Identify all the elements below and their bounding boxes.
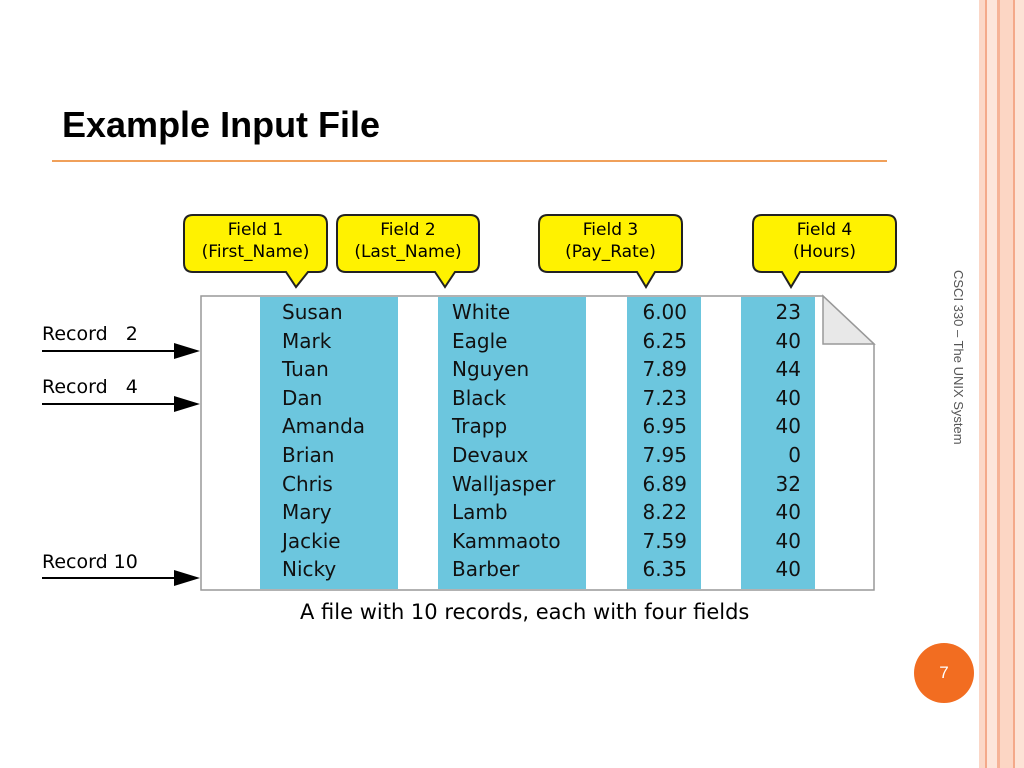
- record-5-field-4: 40: [775, 414, 801, 439]
- record-5-field-2: Trapp: [452, 414, 508, 439]
- record-1-field-1: Susan: [282, 300, 343, 324]
- decor-stripe: [1015, 0, 1024, 768]
- record-4-label: Record 4: [42, 376, 138, 398]
- record-7-field-4: 32: [775, 471, 801, 496]
- record-5-field-3: 6.95: [642, 414, 687, 439]
- page-number-badge: 7: [914, 643, 974, 703]
- field-column-3: [627, 297, 701, 589]
- record-6-field-1: Brian: [282, 443, 335, 467]
- field-column-2: [438, 297, 586, 589]
- record-9-field-4: 40: [775, 528, 801, 553]
- record-10-field-2: Barber: [452, 557, 520, 582]
- record-7-field-2: Walljasper: [452, 471, 556, 496]
- record-2-field-4: 40: [775, 328, 801, 353]
- field-4-callout: [752, 214, 897, 289]
- field-2-name: Field 2: [380, 220, 436, 240]
- record-4-field-1: Dan: [282, 385, 323, 410]
- record-4-arrow: [42, 396, 200, 412]
- record-10-field-1: Nicky: [282, 557, 337, 582]
- field-3-callout-label: Field 3 (Pay_Rate): [539, 219, 682, 263]
- record-6-field-2: Devaux: [452, 443, 529, 467]
- record-1-field-4: 23: [775, 300, 801, 324]
- record-7-field-1: Chris: [282, 471, 333, 496]
- field-1-callout: [183, 214, 328, 289]
- decor-stripe: [1000, 0, 1013, 768]
- field-2-callout-label: Field 2 (Last_Name): [337, 219, 479, 263]
- field-3-name: Field 3: [582, 220, 639, 240]
- record-2-label: Record 2: [42, 323, 138, 345]
- folded-corner: [822, 294, 876, 345]
- field-4-name: Field 4: [796, 220, 853, 240]
- record-8-field-1: Mary: [282, 500, 332, 525]
- field-column-1: [260, 297, 398, 589]
- record-4-field-4: 40: [775, 385, 801, 410]
- field-3-callout: [538, 214, 683, 289]
- record-2-field-1: Mark: [282, 328, 332, 353]
- record-9-field-3: 7.59: [642, 528, 687, 553]
- record-10-field-4: 40: [775, 557, 801, 582]
- decor-stripe: [1013, 0, 1015, 768]
- record-3-field-1: Tuan: [282, 357, 329, 382]
- record-10-label: Record 10: [42, 551, 138, 573]
- field-2-desc: (Last_Name): [354, 242, 462, 262]
- record-10-arrow: [42, 570, 200, 586]
- slide-title: Example Input File: [62, 104, 381, 145]
- record-6-field-3: 7.95: [642, 443, 687, 467]
- record-3-field-2: Nguyen: [452, 357, 530, 382]
- field-3-desc: (Pay_Rate): [565, 242, 656, 262]
- decor-stripe: [997, 0, 1000, 768]
- record-8-field-3: 8.22: [642, 500, 687, 525]
- decor-stripe: [985, 0, 987, 768]
- field-4-desc: (Hours): [792, 242, 857, 262]
- title-divider: [52, 160, 887, 162]
- record-3-field-3: 7.89: [642, 357, 687, 382]
- record-2-field-2: Eagle: [452, 328, 508, 353]
- record-6-field-4: 0: [788, 443, 801, 467]
- field-1-desc: (First_Name): [201, 242, 310, 262]
- record-9-field-2: Kammaoto: [452, 528, 561, 553]
- decor-stripe: [987, 0, 997, 768]
- record-7-field-3: 6.89: [642, 471, 687, 496]
- record-4-field-2: Black: [452, 385, 507, 410]
- record-5-field-1: Amanda: [282, 414, 366, 439]
- field-1-callout-label: Field 1 (First_Name): [184, 219, 327, 263]
- diagram-caption: A file with 10 records, each with four f…: [300, 600, 750, 624]
- record-2-arrow: [42, 343, 200, 359]
- record-9-field-1: Jackie: [282, 528, 341, 553]
- record-4-field-3: 7.23: [642, 385, 687, 410]
- record-2-field-3: 6.25: [642, 328, 687, 353]
- record-8-field-4: 40: [775, 500, 801, 525]
- field-4-callout-label: Field 4 (Hours): [753, 219, 896, 263]
- field-1-name: Field 1: [227, 220, 284, 240]
- field-2-callout: [336, 214, 480, 289]
- field-column-4: [741, 297, 815, 589]
- record-3-field-4: 44: [775, 357, 801, 382]
- record-10-field-3: 6.35: [642, 557, 687, 582]
- record-1-field-3: 6.00: [642, 300, 687, 324]
- decor-stripe: [979, 0, 985, 768]
- record-8-field-2: Lamb: [452, 500, 508, 525]
- record-1-field-2: White: [452, 300, 511, 324]
